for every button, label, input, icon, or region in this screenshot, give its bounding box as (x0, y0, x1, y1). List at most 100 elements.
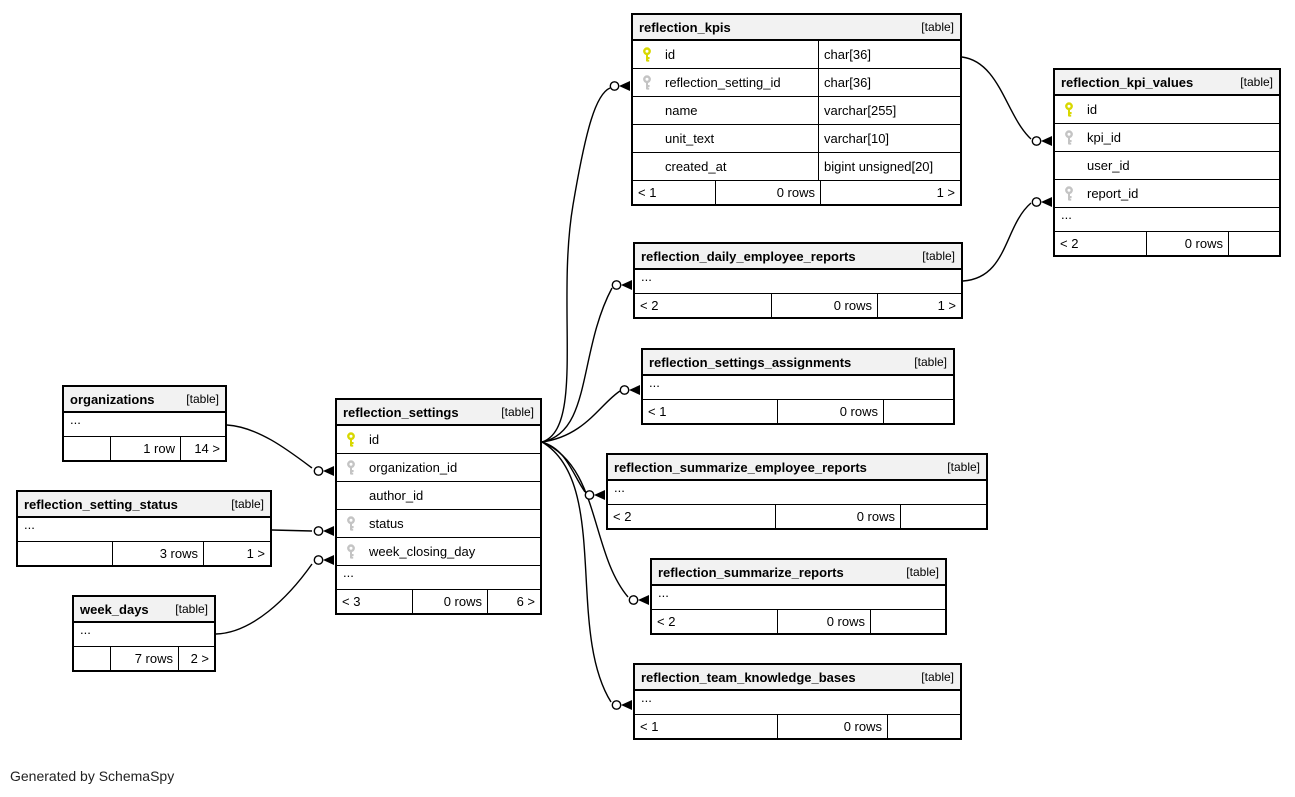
footer-children: 1 > (820, 181, 960, 204)
crow-foot-arrow (621, 700, 632, 710)
column-name: reflection_setting_id (665, 75, 781, 90)
table-name: reflection_kpis (639, 19, 731, 35)
table-reflection-setting-status[interactable]: reflection_setting_status[table]...3 row… (16, 490, 272, 567)
zero-one-circle (313, 466, 324, 476)
relationship-line (541, 390, 621, 443)
column-name: report_id (1087, 186, 1139, 201)
relationship-line (541, 441, 612, 703)
footer-row-count: 7 rows (110, 647, 178, 670)
table-header: reflection_summarize_employee_reports[ta… (608, 455, 986, 481)
crow-foot-arrow (1041, 136, 1052, 146)
table-tag: [table] (914, 355, 947, 369)
table-name: reflection_team_knowledge_bases (641, 669, 856, 685)
ellipsis-row: ... (652, 586, 945, 610)
zero-one-circle (1031, 197, 1042, 207)
column-name: id (369, 432, 380, 447)
ellipsis-row: ... (635, 691, 960, 715)
footer-children: 1 > (877, 294, 961, 317)
table-header: reflection_summarize_reports[table] (652, 560, 945, 586)
footer-children (887, 715, 960, 738)
ellipsis-row: ... (337, 566, 540, 590)
primary-key-icon (1065, 101, 1073, 117)
column-row: author_id (337, 482, 540, 510)
table-name: reflection_setting_status (24, 496, 178, 512)
column-name: id (1087, 102, 1098, 117)
crow-foot-arrow (629, 385, 640, 395)
crow-foot-arrow (621, 280, 632, 290)
crow-foot-arrow (1041, 197, 1052, 207)
relationship-line (541, 441, 586, 493)
column-row: user_id (1055, 152, 1279, 180)
ellipsis-row: ... (74, 623, 214, 647)
table-header: organizations[table] (64, 387, 225, 413)
footer-row-count: 0 rows (771, 294, 877, 317)
relationship-line (215, 563, 313, 635)
column-row: organization_id (337, 454, 540, 482)
table-reflection-team-knowledge-bases[interactable]: reflection_team_knowledge_bases [table]..… (633, 663, 962, 740)
column-row: report_id (1055, 180, 1279, 208)
ellipsis-row: ... (635, 270, 961, 294)
footer-parents: < 1 (648, 404, 667, 419)
relationship-line (541, 441, 629, 598)
table-reflection-settings-assignments[interactable]: reflection_settings_assignments [table]..… (641, 348, 955, 425)
table-header: reflection_settings_assignments [table] (643, 350, 953, 376)
footer-children: 1 > (203, 542, 270, 565)
zero-one-circle (609, 81, 620, 91)
table-name: week_days (80, 601, 149, 617)
crow-foot-arrow (323, 466, 334, 476)
column-type: varchar[10] (818, 125, 960, 152)
footer-row-count: 1 row (110, 437, 180, 460)
ellipsis-row: ... (64, 413, 225, 437)
footer-row-count: 0 rows (715, 181, 820, 204)
column-name: week_closing_day (369, 544, 476, 559)
ellipsis-row: ... (1055, 208, 1279, 232)
table-tag: [table] (501, 405, 534, 419)
zero-one-circle (1031, 136, 1042, 146)
footer-parents (18, 542, 112, 565)
column-row: id (1055, 96, 1279, 124)
footer-children: 6 > (487, 590, 540, 613)
table-name: reflection_summarize_reports (658, 564, 844, 580)
crow-foot-arrow (323, 555, 334, 565)
table-reflection-summarize-reports[interactable]: reflection_summarize_reports[table]...< … (650, 558, 947, 635)
crow-foot-arrow (619, 81, 630, 91)
table-name: reflection_settings_assignments (649, 354, 852, 370)
table-tag: [table] (921, 670, 954, 684)
foreign-key-icon (1065, 129, 1073, 145)
table-name: reflection_daily_employee_reports (641, 248, 856, 264)
table-tag: [table] (921, 20, 954, 34)
relationship-line (541, 287, 613, 443)
primary-key-icon (347, 431, 355, 447)
zero-one-circle (313, 526, 324, 536)
table-reflection-settings[interactable]: reflection_settings [table] id organization… (335, 398, 542, 615)
footer-parents: < 1 (640, 719, 659, 734)
primary-key-icon (643, 46, 651, 62)
table-name: reflection_settings (343, 404, 459, 420)
column-name: kpi_id (1087, 130, 1121, 145)
zero-one-circle (628, 595, 639, 605)
ellipsis-row: ... (643, 376, 953, 400)
table-name: organizations (70, 391, 155, 407)
table-reflection-daily-employee-reports[interactable]: reflection_daily_employee_reports[table]… (633, 242, 963, 319)
footer-parents: < 2 (613, 509, 632, 524)
table-reflection-summarize-employee-reports[interactable]: reflection_summarize_employee_reports[ta… (606, 453, 988, 530)
foreign-key-icon (643, 74, 651, 90)
footer-parents: < 2 (1060, 236, 1079, 251)
column-type: bigint unsigned[20] (818, 153, 960, 180)
column-type: varchar[255] (818, 97, 960, 124)
column-row: status (337, 510, 540, 538)
column-type: char[36] (818, 69, 960, 96)
